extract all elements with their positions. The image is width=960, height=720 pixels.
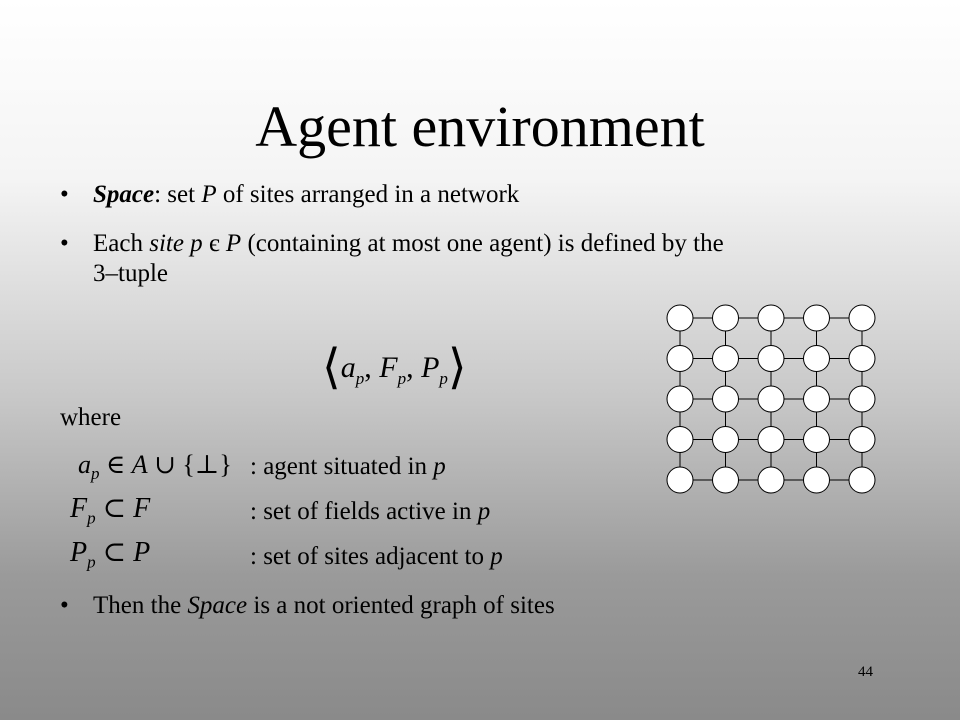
page-number: 44 [858,664,873,680]
grid-site-node [848,304,876,332]
term-space: Space [93,181,155,208]
grid-site-node [757,466,785,494]
grid-site-node [666,345,694,372]
bullet-text: Space: set P of sites arranged in a netw… [93,181,520,208]
bullet-text: Then the Space is a not oriented graph o… [93,592,555,619]
grid-site-node [712,345,739,372]
grid-site-node [666,385,694,413]
grid-site-node [757,304,785,332]
grid-site-node [666,426,694,453]
grid-site-node [848,426,876,453]
definition-formula-fields: Fp ⊂ F [70,493,151,528]
grid-site-node [757,426,785,453]
grid-site-node [803,345,830,372]
bullet-icon: • [60,592,69,619]
grid-site-node [803,466,830,494]
grid-site-node [757,385,785,413]
slide-title: Agent environment [255,94,705,159]
grid-site-node [712,426,739,453]
grid-site-node [666,304,694,332]
grid-site-node [757,345,785,372]
grid-site-node [803,304,830,332]
tuple-formula: ⟨ap, Fp, Pp⟩ [322,339,467,395]
grid-site-node [848,385,876,413]
grid-site-node [712,385,739,413]
definition-formula-adjacent: Pp ⊂ P [70,537,151,572]
term-space: Space [187,592,248,619]
grid-site-node [712,466,739,494]
definition-text-adjacent: : set of sites adjacent to p [250,543,503,570]
grid-site-node [803,426,830,453]
where-label: where [60,404,122,431]
grid-site-node [803,385,830,413]
grid-site-node [666,466,694,494]
definition-text-fields: : set of fields active in p [250,498,491,525]
bullet-icon: • [60,181,69,208]
definition-formula-agent: ap ∈ A ∪ {⊥} [78,450,232,484]
grid-site-node [848,466,876,494]
definition-text-agent: : agent situated in p [250,453,446,480]
bullet-icon: • [60,230,69,257]
grid-site-node [848,345,876,372]
grid-site-node [712,304,739,332]
site-network-grid [666,304,876,494]
bullet-text: Each site p є P (containing at most one … [93,230,724,287]
